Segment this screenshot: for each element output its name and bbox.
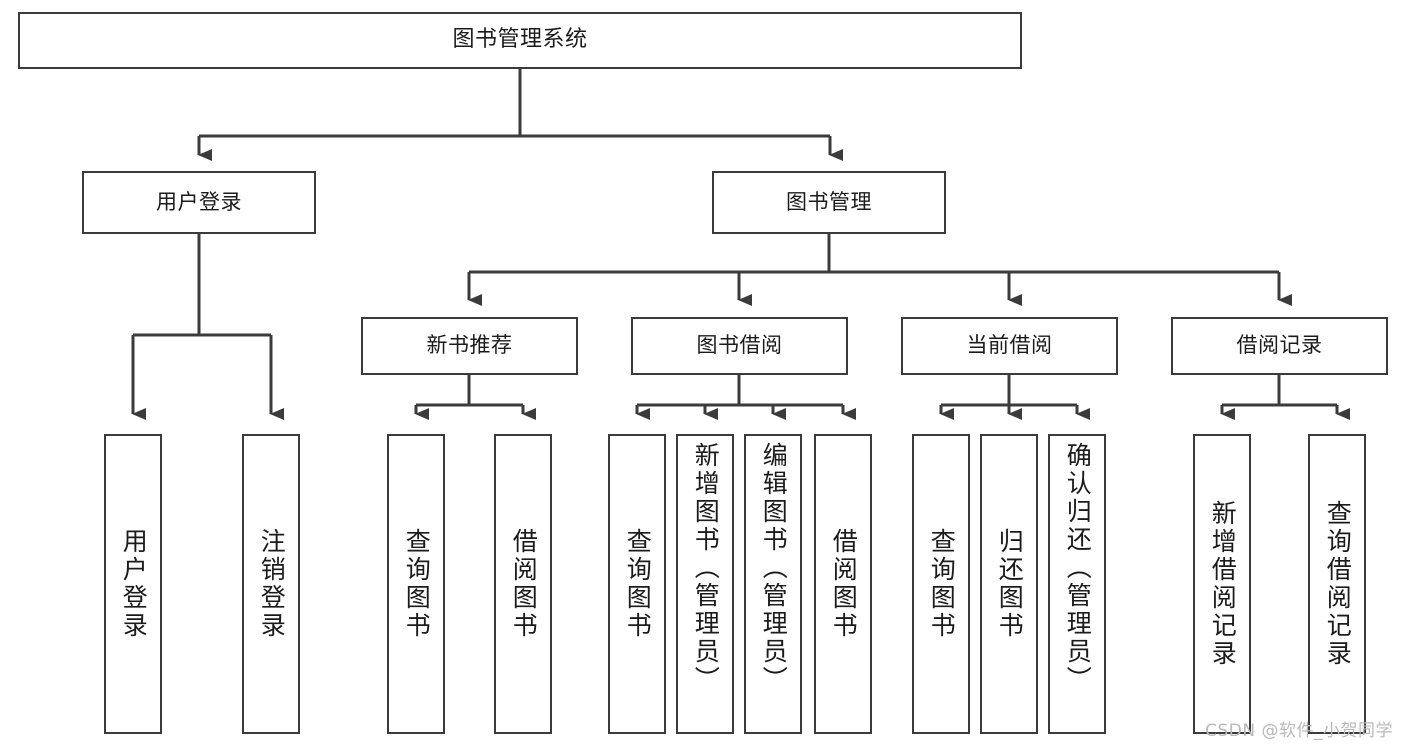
node-label: 图书管理 [786,189,872,214]
node-label: 注销登录 [257,528,287,640]
node-label: 图书借阅 [696,333,783,358]
node-label: 用户登录 [119,528,149,640]
node-label: 查询图书 [402,528,432,640]
leaf-logout[interactable]: 注销登录 [242,434,300,734]
node-root-book-management-system[interactable]: 图书管理系统 [18,12,1022,69]
node-label: 归还图书 [995,528,1025,640]
node-current-borrow[interactable]: 当前借阅 [901,317,1118,375]
leaf-query-book-recommend[interactable]: 查询图书 [387,434,445,734]
leaf-return-book[interactable]: 归还图书 [980,434,1038,734]
node-label: 查询图书 [623,528,653,640]
node-label: 编辑图书（管理员） [759,442,789,694]
node-label: 查询借阅记录 [1323,500,1353,668]
node-label: 确认归还（管理员） [1063,442,1093,694]
node-label: 借阅记录 [1236,333,1323,358]
node-label: 借阅图书 [829,528,859,640]
node-label: 图书管理系统 [452,27,588,53]
node-label: 查询图书 [927,528,957,640]
leaf-confirm-return-admin[interactable]: 确认归还（管理员） [1048,434,1106,734]
node-label: 借阅图书 [509,528,539,640]
leaf-add-borrow-record[interactable]: 新增借阅记录 [1193,434,1251,734]
node-user-login[interactable]: 用户登录 [82,171,316,234]
leaf-query-borrow-record[interactable]: 查询借阅记录 [1308,434,1366,734]
node-label: 新增借阅记录 [1208,500,1238,668]
leaf-borrow-book[interactable]: 借阅图书 [814,434,872,734]
leaf-query-book-current[interactable]: 查询图书 [912,434,970,734]
csdn-watermark: CSDN @软件_小贺同学 [1205,721,1393,741]
node-book-management[interactable]: 图书管理 [712,171,946,234]
node-borrow-record[interactable]: 借阅记录 [1171,317,1388,375]
leaf-user-login[interactable]: 用户登录 [104,434,162,734]
leaf-add-book-admin[interactable]: 新增图书（管理员） [676,434,734,734]
node-label: 当前借阅 [966,333,1053,358]
leaf-query-book-borrow[interactable]: 查询图书 [608,434,666,734]
node-new-book-recommend[interactable]: 新书推荐 [361,317,578,375]
node-label: 新增图书（管理员） [691,442,721,694]
node-label: 用户登录 [156,189,242,214]
leaf-edit-book-admin[interactable]: 编辑图书（管理员） [744,434,802,734]
node-label: 新书推荐 [426,333,513,358]
leaf-borrow-book-recommend[interactable]: 借阅图书 [494,434,552,734]
node-book-borrow[interactable]: 图书借阅 [631,317,848,375]
